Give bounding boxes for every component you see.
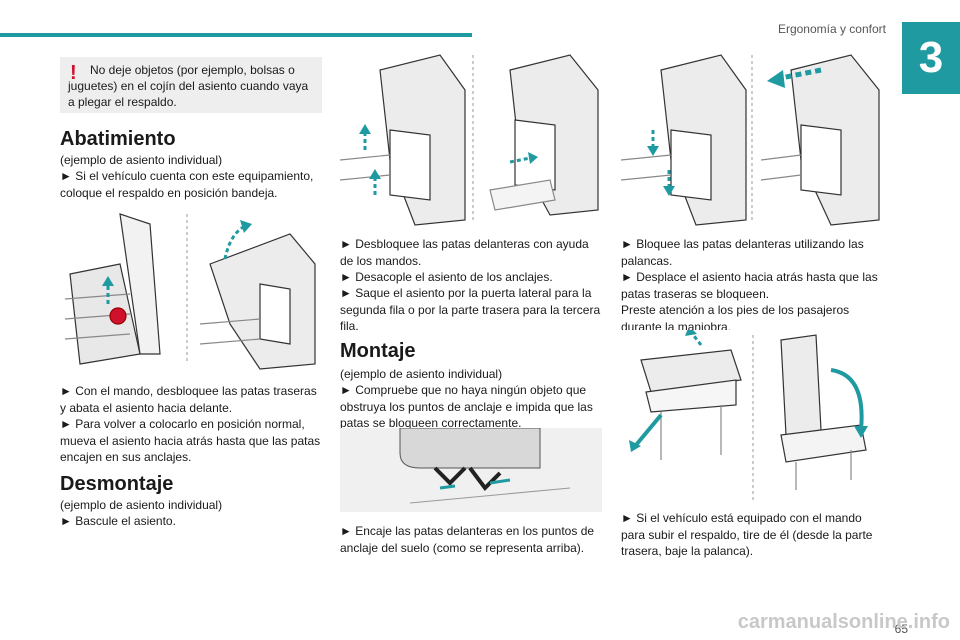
montaje-intro: (ejemplo de asiento individual) xyxy=(340,367,503,381)
desmontaje-step-3: ► Desacople el asiento de los anclajes. xyxy=(340,270,553,284)
backrest-raise-illustration xyxy=(629,330,868,500)
abatimiento-step-3: ► Para volver a colocarlo en posición no… xyxy=(60,417,321,464)
desmontaje-step-2: ► Desbloquee las patas delanteras con ay… xyxy=(340,237,589,268)
warning-box: ! No deje objetos (por ejemplo, bolsas o… xyxy=(60,57,322,113)
header-rule xyxy=(0,33,472,37)
heading-abatimiento: Abatimiento xyxy=(60,128,176,150)
heading-montaje: Montaje xyxy=(340,340,416,362)
section-header-title: Ergonomía y confort xyxy=(777,22,886,36)
desmontaje-intro: (ejemplo de asiento individual) xyxy=(60,498,223,512)
desmontaje-step-1: ► Bascule el asiento. xyxy=(60,514,176,528)
montaje-step-1: ► Compruebe que no haya ningún objeto qu… xyxy=(340,383,593,430)
warning-text: No deje objetos (por ejemplo, bolsas o j… xyxy=(68,63,309,109)
heading-desmontaje: Desmontaje xyxy=(60,473,174,495)
seat-tilt-illustration xyxy=(64,213,316,370)
figure-floor-anchor xyxy=(340,428,602,512)
seat-lock-illustration xyxy=(621,54,880,226)
warning-icon: ! xyxy=(70,62,77,84)
chapter-number-tab: 3 xyxy=(902,22,960,94)
abatimiento-intro: (ejemplo de asiento individual) xyxy=(60,153,223,167)
montaje-step-2: ► Encaje las patas delanteras en los pun… xyxy=(340,524,595,555)
figure-backrest-raise xyxy=(621,330,883,502)
figure-seat-removal xyxy=(340,50,602,226)
figure-seat-lock xyxy=(621,50,883,226)
desmontaje-step-4: ► Saque el asiento por la puerta lateral… xyxy=(340,286,601,333)
montaje-step-3: ► Bloquee las patas delanteras utilizand… xyxy=(621,237,864,268)
seat-removal-illustration xyxy=(340,54,599,226)
abatimiento-step-2: ► Con el mando, desbloquee las patas tra… xyxy=(60,384,317,415)
abatimiento-step-1: ► Si el vehículo cuenta con este equipam… xyxy=(60,169,314,200)
montaje-step-4: ► Desplace el asiento hacia atrás hasta … xyxy=(621,270,878,301)
montaje-step-5: ► Si el vehículo está equipado con el ma… xyxy=(621,511,873,558)
page-number: 65 xyxy=(894,622,908,636)
watermark: carmanualsonline.info xyxy=(737,611,950,633)
figure-seat-tilt xyxy=(60,204,322,372)
floor-anchor-illustration xyxy=(340,428,602,512)
